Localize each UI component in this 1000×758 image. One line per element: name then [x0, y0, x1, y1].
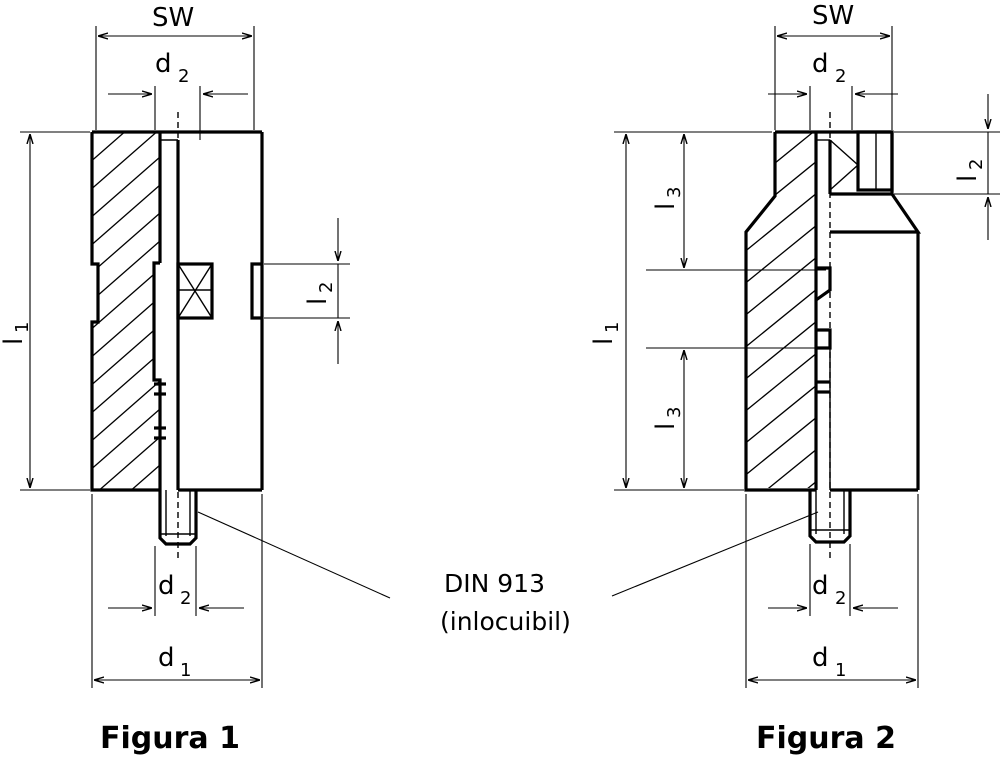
figure-2: SW d 2 l 2: [589, 1, 1000, 756]
l3-top-subscript: 3: [664, 187, 685, 198]
l3-top-label: l: [651, 203, 681, 210]
leader-line-left: [197, 511, 391, 599]
section-hatching: [92, 132, 160, 490]
dim-sw: SW: [95, 3, 255, 130]
dim-d2-bottom: d 2: [108, 546, 244, 616]
leader-line-right: [611, 511, 819, 597]
body-outline: [90, 130, 264, 546]
l2-subscript: 2: [966, 159, 987, 170]
din-913-callout: DIN 913 (inlocuibil): [197, 511, 819, 636]
dim-d2-bottom: d 2: [768, 544, 898, 616]
dim-l1: l 1: [0, 131, 90, 491]
dim-d2-top: d 2: [108, 49, 248, 140]
d1-subscript: 1: [180, 660, 191, 681]
d2-bottom-subscript: 2: [835, 588, 846, 609]
callout-line-2: (inlocuibil): [440, 607, 571, 636]
figure-1: SW d 2 l 1: [0, 3, 350, 756]
l2-label: l: [303, 298, 333, 305]
l3-bottom-subscript: 3: [664, 407, 685, 418]
d1-subscript: 1: [835, 660, 846, 681]
d2-top-subscript: 2: [835, 66, 846, 87]
l2-label: l: [953, 175, 983, 182]
d2-top-label: d: [155, 49, 172, 79]
dim-l2: l 2: [264, 218, 350, 364]
figure-2-caption: Figura 2: [756, 721, 896, 756]
l3-bottom-label: l: [651, 423, 681, 430]
dim-d1: d 1: [91, 494, 263, 688]
dim-d1: d 1: [745, 494, 919, 688]
l1-subscript: 1: [602, 322, 623, 333]
dim-l1: l 1: [589, 131, 772, 491]
body-outline: [744, 130, 922, 544]
l1-subscript: 1: [12, 322, 33, 333]
d2-top-subscript: 2: [178, 66, 189, 87]
figure-1-caption: Figura 1: [100, 721, 240, 756]
d2-bottom-subscript: 2: [180, 588, 191, 609]
sw-label: SW: [152, 3, 194, 33]
d1-label: d: [158, 643, 175, 673]
dim-l2: l 2: [894, 94, 1000, 240]
dim-l3-top: l 3: [646, 134, 826, 271]
sw-label: SW: [812, 1, 854, 31]
d1-label: d: [812, 643, 829, 673]
l1-label: l: [0, 338, 29, 345]
l2-subscript: 2: [316, 282, 337, 293]
d2-bottom-label: d: [812, 571, 829, 601]
d2-top-label: d: [812, 49, 829, 79]
d2-bottom-label: d: [158, 571, 175, 601]
dim-l3-bottom: l 3: [646, 347, 826, 488]
dim-d2-top: d 2: [768, 49, 898, 130]
dim-sw: SW: [774, 1, 893, 130]
l1-label: l: [589, 338, 619, 345]
section-hatching: [746, 132, 816, 488]
callout-line-1: DIN 913: [444, 569, 545, 598]
